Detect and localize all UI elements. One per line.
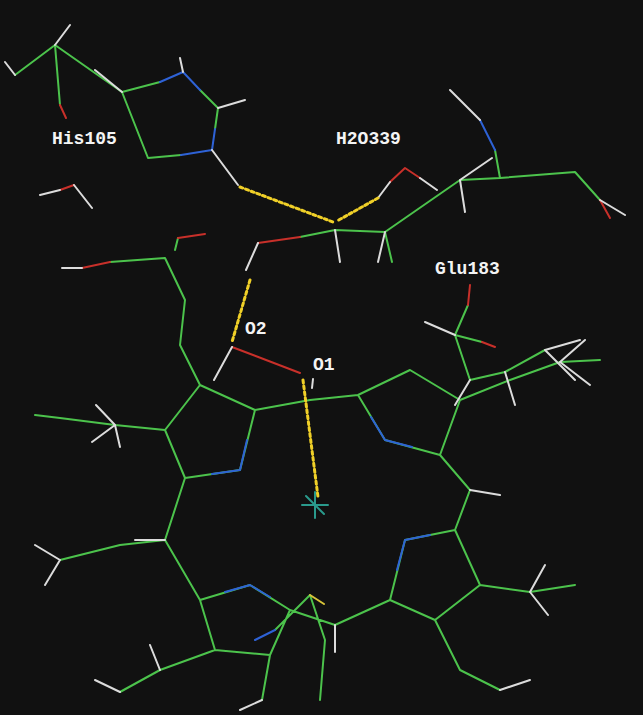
nitrogen-bonds	[160, 72, 495, 640]
atom-label: O1	[313, 356, 335, 374]
atom-label: H2O339	[336, 130, 401, 148]
atom-label: Glu183	[435, 260, 500, 278]
iron-atom	[302, 492, 328, 518]
sulfur-bond	[310, 595, 324, 604]
carbon-bonds	[15, 45, 600, 700]
oxygen-bonds	[60, 105, 610, 373]
atom-label: O2	[245, 320, 267, 338]
hydrogen-bonds	[5, 25, 625, 710]
hbond-dotted	[232, 187, 378, 497]
atom-label: His105	[52, 130, 117, 148]
